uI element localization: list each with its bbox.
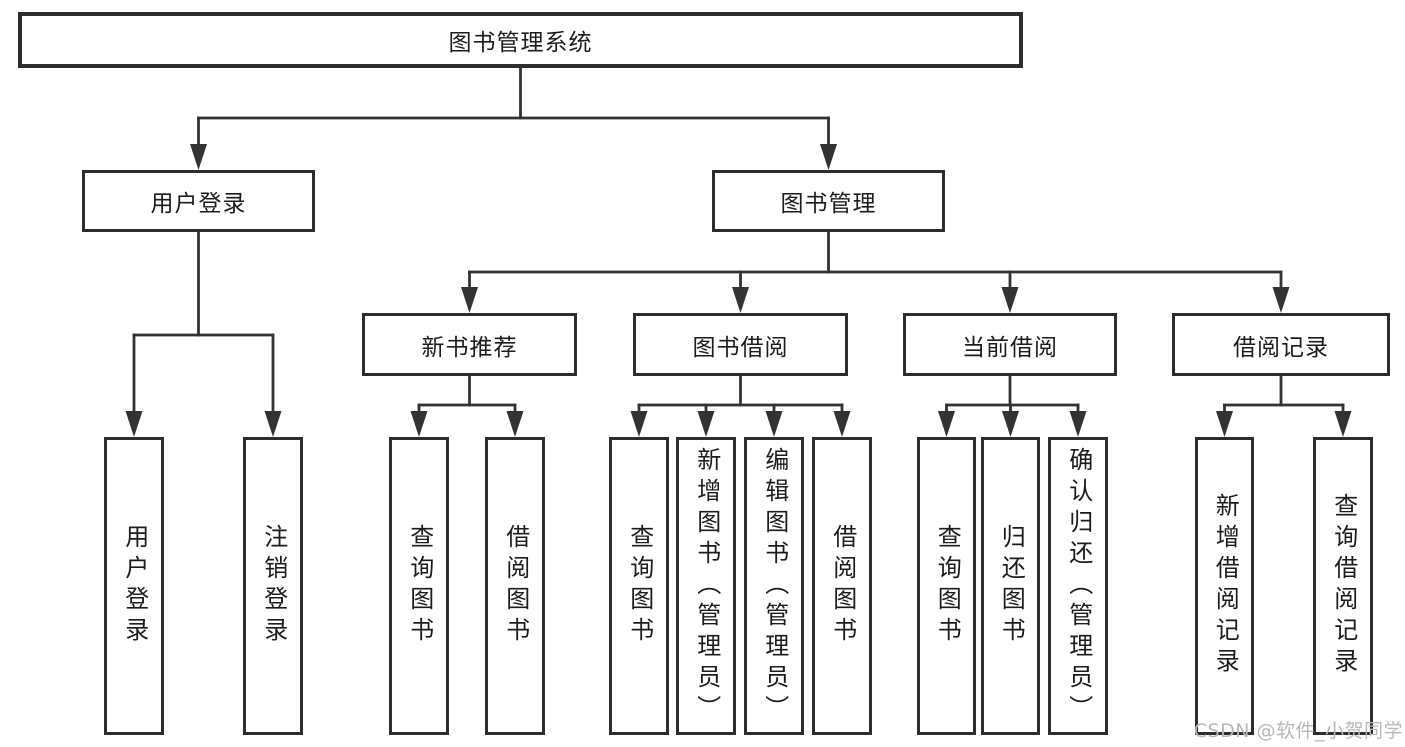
node-library-management-system: 图书管理系统 xyxy=(18,12,1023,68)
leaf-borrow-books-2: 借阅图书 xyxy=(812,437,872,735)
leaf-query-borrow-record: 查询借阅记录 xyxy=(1313,437,1373,735)
leaf-label: 查询图书 xyxy=(625,524,654,648)
csdn-watermark: CSDN @软件_小贺同学 xyxy=(1193,720,1403,742)
node-label: 借阅记录 xyxy=(1233,334,1329,361)
leaf-label: 归还图书 xyxy=(997,524,1026,648)
node-label: 新书推荐 xyxy=(421,334,518,361)
leaf-label: 借阅图书 xyxy=(501,524,530,648)
node-current-borrow: 当前借阅 xyxy=(903,313,1117,376)
node-label: 当前借阅 xyxy=(962,334,1058,361)
leaf-label: 查询图书 xyxy=(405,524,434,648)
leaf-logout: 注销登录 xyxy=(243,437,303,735)
leaf-user-login: 用户登录 xyxy=(104,437,164,735)
leaf-label: 注销登录 xyxy=(259,524,288,648)
leaf-label: 查询借阅记录 xyxy=(1329,493,1358,679)
leaf-query-books-2: 查询图书 xyxy=(609,437,669,735)
node-label: 图书管理 xyxy=(780,191,877,217)
node-book-borrow: 图书借阅 xyxy=(633,313,848,376)
node-book-management: 图书管理 xyxy=(712,170,945,232)
leaf-confirm-return-admin: 确认归还（管理员） xyxy=(1048,437,1108,735)
node-label: 图书借阅 xyxy=(692,334,789,361)
leaf-label: 确认归还（管理员） xyxy=(1064,446,1093,726)
leaf-edit-book-admin: 编辑图书（管理员） xyxy=(744,437,804,735)
leaf-label: 新增图书（管理员） xyxy=(692,446,721,726)
leaf-label: 借阅图书 xyxy=(828,524,857,648)
leaf-add-book-admin: 新增图书（管理员） xyxy=(676,437,736,735)
node-user-login-group: 用户登录 xyxy=(82,170,315,232)
leaf-query-books-3: 查询图书 xyxy=(917,437,976,735)
leaf-add-borrow-record: 新增借阅记录 xyxy=(1195,437,1254,735)
leaf-return-book: 归还图书 xyxy=(981,437,1040,735)
leaf-label: 编辑图书（管理员） xyxy=(760,446,789,726)
leaf-query-books-1: 查询图书 xyxy=(389,437,449,735)
node-label: 用户登录 xyxy=(150,191,247,217)
leaf-borrow-books-1: 借阅图书 xyxy=(485,437,545,735)
leaf-label: 新增借阅记录 xyxy=(1211,493,1240,679)
node-new-book-recommend: 新书推荐 xyxy=(362,313,577,376)
leaf-label: 查询图书 xyxy=(933,524,962,648)
node-borrow-records: 借阅记录 xyxy=(1172,313,1390,376)
node-label: 图书管理系统 xyxy=(448,30,593,56)
leaf-label: 用户登录 xyxy=(120,524,149,648)
